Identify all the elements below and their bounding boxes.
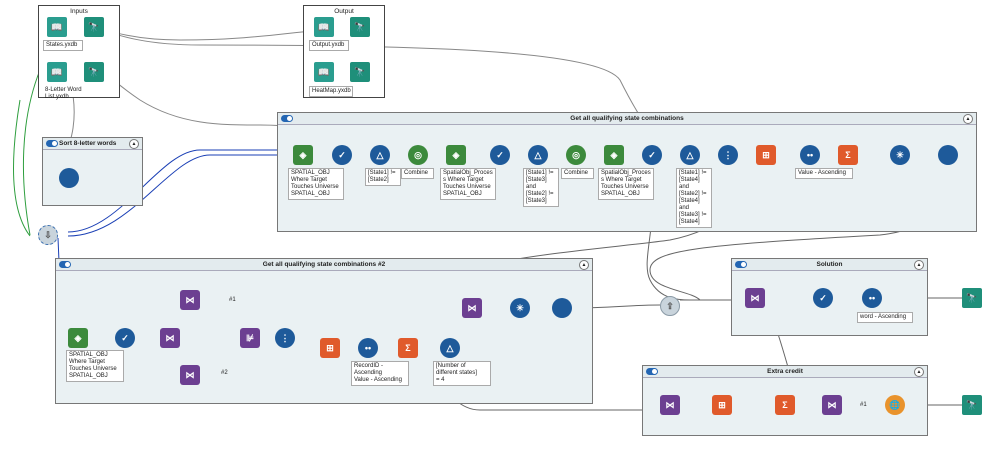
- sort-tool[interactable]: ••: [862, 288, 882, 308]
- select-tool[interactable]: ✓: [813, 288, 833, 308]
- transpose-tool[interactable]: ⊞: [320, 338, 340, 358]
- container-header: Solution ▲: [732, 259, 927, 271]
- combine-annotation: Combine: [561, 168, 594, 179]
- container-toggle[interactable]: [735, 261, 747, 268]
- detour-end-tool[interactable]: ⇪: [660, 296, 680, 316]
- spatial-match-tool[interactable]: ◈: [68, 328, 88, 348]
- collapse-button[interactable]: ▲: [914, 260, 924, 270]
- join-tool[interactable]: ⋈: [822, 395, 842, 415]
- filter-tool[interactable]: △: [370, 145, 390, 165]
- summarize-tool[interactable]: Σ: [775, 395, 795, 415]
- output-tool[interactable]: [938, 145, 958, 165]
- summarize-tool[interactable]: Σ: [398, 338, 418, 358]
- container-header: Get all qualifying state combinations ▲: [278, 113, 976, 125]
- sort-annotation: word - Ascending: [857, 312, 913, 323]
- join-tool[interactable]: ⋈: [180, 365, 200, 385]
- filter-tool[interactable]: △: [528, 145, 548, 165]
- input-data-heatmap-tool[interactable]: 📖: [314, 62, 334, 82]
- browse-web-tool[interactable]: 🌐: [885, 395, 905, 415]
- sort-tool[interactable]: [59, 168, 79, 188]
- filter-annotation: [State1] != [State4] and [State2] != [St…: [676, 168, 712, 228]
- select-tool[interactable]: ✓: [642, 145, 662, 165]
- select-tool[interactable]: ✓: [332, 145, 352, 165]
- container-title: Sort 8-letter words: [59, 140, 117, 147]
- formula-combine-tool[interactable]: ◎: [566, 145, 586, 165]
- browse-words-tool[interactable]: 🔭: [84, 62, 104, 82]
- words-file-label: 8-Letter Word List.yxdb: [45, 87, 82, 100]
- filter-tool[interactable]: △: [440, 338, 460, 358]
- input-data-states-tool[interactable]: 📖: [47, 17, 67, 37]
- container-toggle[interactable]: [281, 115, 293, 122]
- join-tool[interactable]: ⋈: [180, 290, 200, 310]
- spatial-annotation: SpatialObj_Proces s Where Target Touches…: [440, 168, 496, 200]
- browse-output-tool[interactable]: 🔭: [350, 17, 370, 37]
- sort-tool[interactable]: ••: [800, 145, 820, 165]
- browse-heatmap-tool[interactable]: 🔭: [350, 62, 370, 82]
- join-annotation: #1: [860, 402, 867, 408]
- filter-annotation: [State1] != [State3] and [State2] != [St…: [523, 168, 559, 207]
- container-header: Sort 8-letter words ▲: [43, 138, 142, 150]
- transpose-tool[interactable]: ⊞: [712, 395, 732, 415]
- combine-annotation: Combine: [401, 168, 434, 179]
- container-header: Extra credit ▲: [643, 366, 927, 378]
- collapse-button[interactable]: ▲: [914, 367, 924, 377]
- sort-annotation: Value - Ascending: [795, 168, 853, 179]
- container-header: Get all qualifying state combinations #2…: [56, 259, 592, 271]
- select-tool[interactable]: ✓: [115, 328, 135, 348]
- collapse-button[interactable]: ▲: [963, 114, 973, 124]
- summarize-tool[interactable]: Σ: [838, 145, 858, 165]
- spatial-match-tool[interactable]: ◈: [446, 145, 466, 165]
- output-tool[interactable]: [552, 298, 572, 318]
- container-title: Get all qualifying state combinations #2: [262, 261, 386, 268]
- container-title: Solution: [816, 261, 843, 268]
- input-data-output-tool[interactable]: 📖: [314, 17, 334, 37]
- formula-combine-tool[interactable]: ◎: [408, 145, 428, 165]
- join-tool[interactable]: ⋈: [745, 288, 765, 308]
- detour-tool[interactable]: ⇩: [38, 225, 58, 245]
- container-toggle[interactable]: [59, 261, 71, 268]
- join-tool[interactable]: ⋈: [462, 298, 482, 318]
- spatial-annotation: SPATIAL_OBJ Where Target Touches Univers…: [288, 168, 344, 200]
- container-title: Get all qualifying state combinations: [570, 115, 684, 122]
- sort-words-container[interactable]: Sort 8-letter words ▲: [42, 137, 143, 206]
- join-annotation: #1: [229, 297, 236, 303]
- union-tool[interactable]: ⊯: [240, 328, 260, 348]
- input-data-words-tool[interactable]: 📖: [47, 62, 67, 82]
- join-annotation: #2: [221, 370, 228, 376]
- spatial-match-tool[interactable]: ◈: [604, 145, 624, 165]
- browse-solution-tool[interactable]: 🔭: [962, 288, 982, 308]
- join-tool[interactable]: ⋈: [660, 395, 680, 415]
- container-title: Inputs: [70, 8, 88, 15]
- browse-states-tool[interactable]: 🔭: [84, 17, 104, 37]
- container-title: Extra credit: [767, 368, 803, 375]
- collapse-button[interactable]: ▲: [579, 260, 589, 270]
- sort-annotation: RecordID - Ascending Value - Ascending: [351, 361, 409, 386]
- output-file-label: Output.yxdb: [309, 40, 349, 51]
- select-tool[interactable]: ✓: [490, 145, 510, 165]
- unique-tool[interactable]: ✳: [890, 145, 910, 165]
- record-id-tool[interactable]: ⋮: [718, 145, 738, 165]
- sort-tool[interactable]: ••: [358, 338, 378, 358]
- container-toggle[interactable]: [46, 140, 58, 147]
- filter-tool[interactable]: △: [680, 145, 700, 165]
- transpose-tool[interactable]: ⊞: [756, 145, 776, 165]
- container-title: Output: [334, 8, 354, 15]
- join-tool[interactable]: ⋈: [160, 328, 180, 348]
- heatmap-file-label: HeatMap.yxdb: [309, 86, 353, 97]
- states-file-label: States.yxdb: [43, 40, 83, 51]
- collapse-button[interactable]: ▲: [129, 139, 139, 149]
- container-toggle[interactable]: [646, 368, 658, 375]
- spatial-annotation: SPATIAL_OBJ Where Target Touches Univers…: [66, 350, 124, 382]
- unique-tool[interactable]: ✳: [510, 298, 530, 318]
- spatial-annotation: SpatialObj_Proces s Where Target Touches…: [598, 168, 654, 200]
- filter-annotation: [State1] != [State2]: [365, 168, 401, 186]
- get-combos2-container[interactable]: Get all qualifying state combinations #2…: [55, 258, 593, 404]
- filter-annotation: [Number of different states] = 4: [433, 361, 491, 386]
- browse-extra-tool[interactable]: 🔭: [962, 395, 982, 415]
- spatial-match-tool[interactable]: ◈: [293, 145, 313, 165]
- record-id-tool[interactable]: ⋮: [275, 328, 295, 348]
